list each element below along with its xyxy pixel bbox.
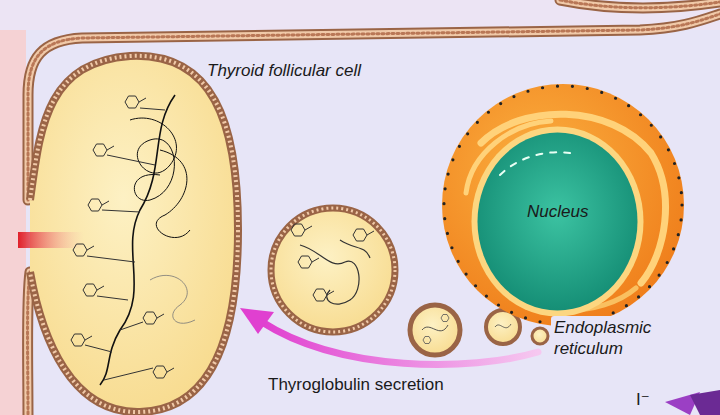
- process-label: Thyroglobulin secretion: [268, 374, 444, 395]
- ion-label: I⁻: [636, 389, 650, 410]
- node-label: Thyroid follicular cell: [207, 60, 361, 81]
- nucleus-shape: Nucleus: [470, 125, 645, 318]
- node-label: Nucleus: [527, 201, 588, 222]
- organelle-shape: Endoplasmic reticulumNucleus: [441, 83, 685, 327]
- nucleus-shape: [470, 125, 645, 318]
- node-label: Endoplasmic reticulum: [551, 316, 675, 361]
